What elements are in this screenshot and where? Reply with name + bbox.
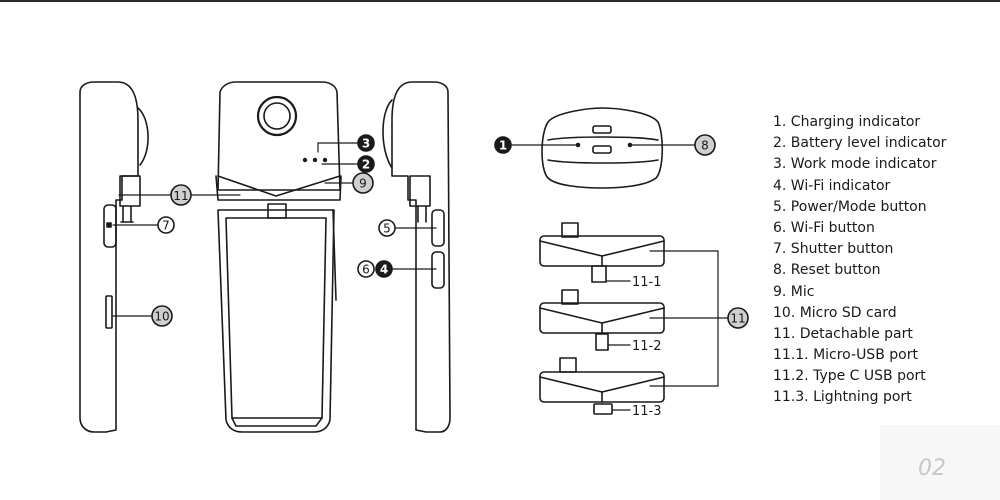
legend-item: 8. Reset button <box>773 262 881 279</box>
detachable-part-lightning <box>539 357 665 415</box>
callout-4: 4 <box>375 260 393 278</box>
legend-item: 11.1. Micro-USB port <box>773 347 918 364</box>
leader-lines <box>111 142 729 411</box>
camera-left-side-view <box>79 81 149 433</box>
legend-item: 11.3. Lightning port <box>773 389 912 406</box>
svg-text:8: 8 <box>701 139 709 153</box>
callout-11-front: 11 <box>170 184 192 206</box>
legend-item: 6. Wi-Fi button <box>773 219 875 236</box>
svg-text:2: 2 <box>362 158 370 172</box>
legend-item: 1. Charging indicator <box>773 114 921 130</box>
callout-3: 3 <box>357 134 375 152</box>
label-11-3: 11-3 <box>632 404 662 419</box>
legend-item: 11.2. Type C USB port <box>773 368 926 385</box>
top-rule <box>0 0 1000 2</box>
callout-6: 6 <box>357 260 375 278</box>
svg-text:3: 3 <box>362 137 370 151</box>
legend-item: 10. Micro SD card <box>773 304 897 321</box>
callout-5: 5 <box>378 219 396 237</box>
svg-text:6: 6 <box>362 263 370 277</box>
svg-text:10: 10 <box>154 310 169 324</box>
svg-text:1: 1 <box>499 139 507 153</box>
svg-text:11: 11 <box>173 189 188 203</box>
legend-item: 7. Shutter button <box>773 241 894 258</box>
callout-10: 10 <box>151 305 173 327</box>
callout-11-parts: 11 <box>727 307 749 329</box>
callout-8: 8 <box>694 134 716 156</box>
legend-item: 11. Detachable part <box>773 325 913 342</box>
callout-1: 1 <box>494 136 512 154</box>
legend-item: 3. Work mode indicator <box>773 156 937 173</box>
svg-text:11: 11 <box>730 312 745 326</box>
svg-text:4: 4 <box>380 263 388 277</box>
legend-item: 5. Power/Mode button <box>773 198 927 215</box>
legend-item: 4. Wi-Fi indicator <box>773 177 891 194</box>
label-11-2: 11-2 <box>632 339 662 354</box>
page-number: 02 <box>918 456 946 481</box>
svg-text:9: 9 <box>359 177 367 191</box>
camera-right-side-view <box>382 81 451 433</box>
detachable-part-micro-usb <box>539 222 665 283</box>
callout-2: 2 <box>357 155 375 173</box>
legend-item: 9. Mic <box>773 283 815 300</box>
corner-shade <box>880 425 1000 500</box>
svg-text:5: 5 <box>383 222 391 236</box>
label-11-1: 11-1 <box>632 275 662 290</box>
camera-top-view <box>541 107 664 189</box>
svg-text:7: 7 <box>162 219 170 233</box>
callout-9: 9 <box>352 172 374 194</box>
callout-7: 7 <box>157 216 175 234</box>
legend-item: 2. Battery level indicator <box>773 135 947 152</box>
camera-front-view <box>215 81 342 433</box>
legend-list: 1. Charging indicator 2. Battery level i… <box>773 112 946 409</box>
